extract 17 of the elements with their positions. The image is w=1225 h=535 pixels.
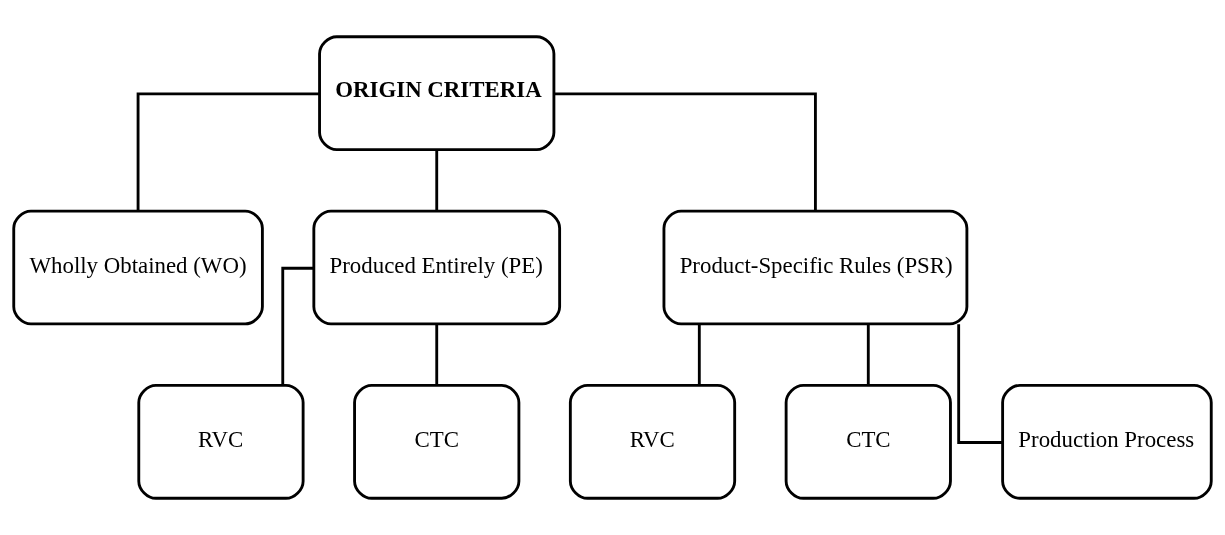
node-box: Product-Specific Rules (PSR) (662, 209, 969, 326)
connector (866, 324, 870, 385)
connector (136, 92, 320, 211)
node-box: Wholly Obtained (WO) (12, 209, 264, 326)
node-box: Produced Entirely (PE) (312, 209, 562, 326)
connector (435, 324, 439, 385)
connector (281, 266, 314, 385)
node-box: ORIGIN CRITERIA (318, 35, 556, 152)
node-box: Production Process (1001, 383, 1213, 500)
node-box: RVC (137, 383, 305, 500)
node-box: RVC (568, 383, 737, 500)
connector (957, 324, 1003, 444)
node-box: CTC (784, 383, 952, 500)
connector (435, 149, 439, 211)
connector (553, 92, 817, 211)
connector (697, 324, 701, 385)
node-box: CTC (353, 383, 521, 500)
